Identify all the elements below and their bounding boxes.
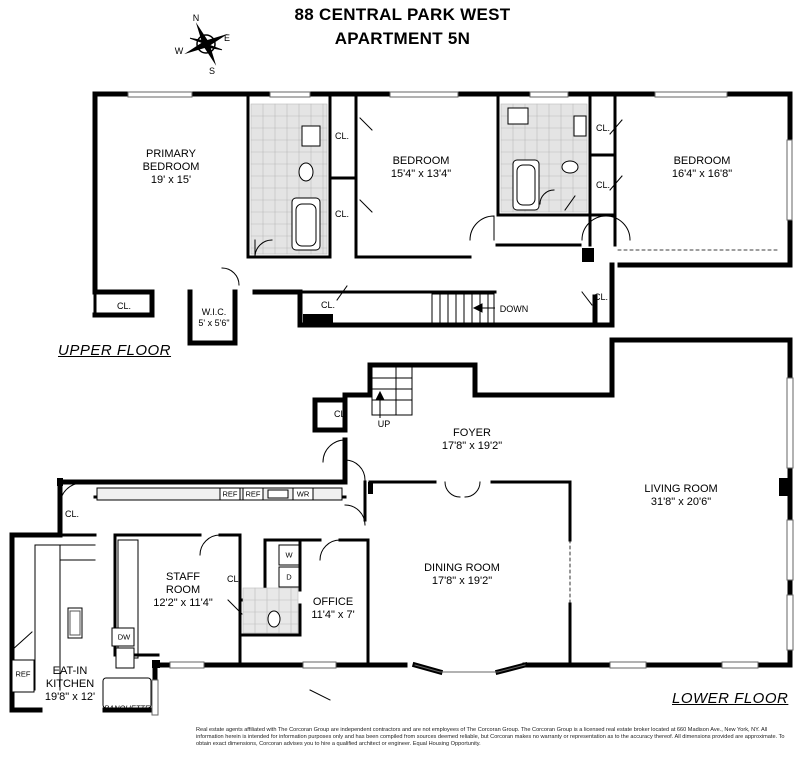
washer-label: W [285,550,293,560]
lower-floor-label: LOWER FLOOR [672,690,789,707]
ref-label: REF [222,489,238,499]
compass-rose [184,22,228,66]
room-dims: 31'8" x 20'6" [650,496,712,508]
upper-floor-label: UPPER FLOOR [58,342,172,359]
office-fixtures [267,544,300,628]
room-office: OFFICE 11'4" x 7' [311,596,354,622]
stair-down [431,293,495,325]
dishwasher-label: DW [117,632,131,642]
lower-doors [11,439,481,701]
kitchen-ref-label: REF [15,669,31,679]
kitchen-counters [11,487,343,709]
ref-label: REF [245,489,261,499]
room-name: BEDROOM [392,155,450,167]
room-name: W.I.C. [201,307,227,317]
room-staff-room: STAFF ROOM 12'2" x 11'4" [153,571,213,610]
plan-title-address: 88 CENTRAL PARK WEST [294,5,511,24]
closet-label: CL. [593,292,609,302]
room-dims: 17'8" x 19'2" [431,575,493,587]
room-name-line2: KITCHEN [45,678,95,690]
room-dims: 12'2" x 11'4" [153,597,213,609]
room-name-line1: EAT-IN [52,665,88,677]
disclaimer-text: Real estate agents affiliated with The C… [196,727,785,747]
room-name-line1: STAFF [165,571,201,583]
room-wic: W.I.C. 5' x 5'6" [198,307,229,329]
room-kitchen: EAT-IN KITCHEN 19'8" x 12' [45,665,95,704]
room-dims: 5' x 5'6" [198,318,230,328]
room-name-line2: ROOM [165,584,201,596]
room-name: DINING ROOM [424,562,500,574]
plan-title-unit: APARTMENT 5N [334,29,471,48]
room-dims: 19' x 15' [150,174,192,186]
room-foyer: FOYER 17'8" x 19'2" [442,427,502,453]
room-name: FOYER [453,427,491,439]
closet-label: CL. [333,409,349,419]
upper-fixtures [291,107,587,251]
room-name: BEDROOM [673,155,731,167]
wine-refrigerator-label: WR [296,489,310,499]
closet-label: CL. [334,131,350,141]
compass-n: N [192,13,200,23]
stair-down-label: DOWN [499,304,529,314]
upper-floor-windows [127,91,793,221]
room-name-line1: PRIMARY [146,148,196,160]
room-dining-room: DINING ROOM 17'8" x 19'2" [424,562,500,588]
closet-label: CL. [64,509,80,519]
upper-doors [221,117,631,306]
room-dims: 11'4" x 7' [311,609,355,621]
compass-s: S [208,66,216,76]
room-dims: 16'4" x 16'8" [671,168,733,180]
office-bath [242,587,299,634]
closet-label: CL. [226,574,242,584]
closet-label: CL. [595,123,611,133]
upper-floor-walls [92,91,793,346]
upper-floor-partitions [246,95,617,294]
closet-label: CL. [334,209,350,219]
compass-w: W [174,46,184,56]
room-name-line2: BEDROOM [142,161,200,173]
wall-blocks [57,248,790,668]
room-primary-bedroom: PRIMARY BEDROOM 19' x 15' [143,148,200,187]
stair-arrows [375,303,495,418]
stair-up [371,366,413,416]
stair-up-label: UP [377,419,391,429]
room-dims: 19'8" x 12' [44,691,96,703]
banquette-label: BANQUETTE [104,703,150,713]
room-bedroom-2: BEDROOM 15'4" x 13'4" [391,155,451,181]
closet-label: CL. [116,301,132,311]
compass-e: E [223,33,231,43]
closet-label: CL. [320,300,336,310]
closet-label: CL. [595,180,611,190]
room-living-room: LIVING ROOM 31'8" x 20'6" [644,483,717,509]
room-name: OFFICE [312,596,354,608]
room-bedroom-3: BEDROOM 16'4" x 16'8" [672,155,732,181]
room-dims: 17'8" x 19'2" [441,440,503,452]
room-name: LIVING ROOM [644,483,718,495]
room-dims: 15'4" x 13'4" [390,168,452,180]
dryer-label: D [286,572,292,582]
lower-floor-windows [151,377,794,716]
